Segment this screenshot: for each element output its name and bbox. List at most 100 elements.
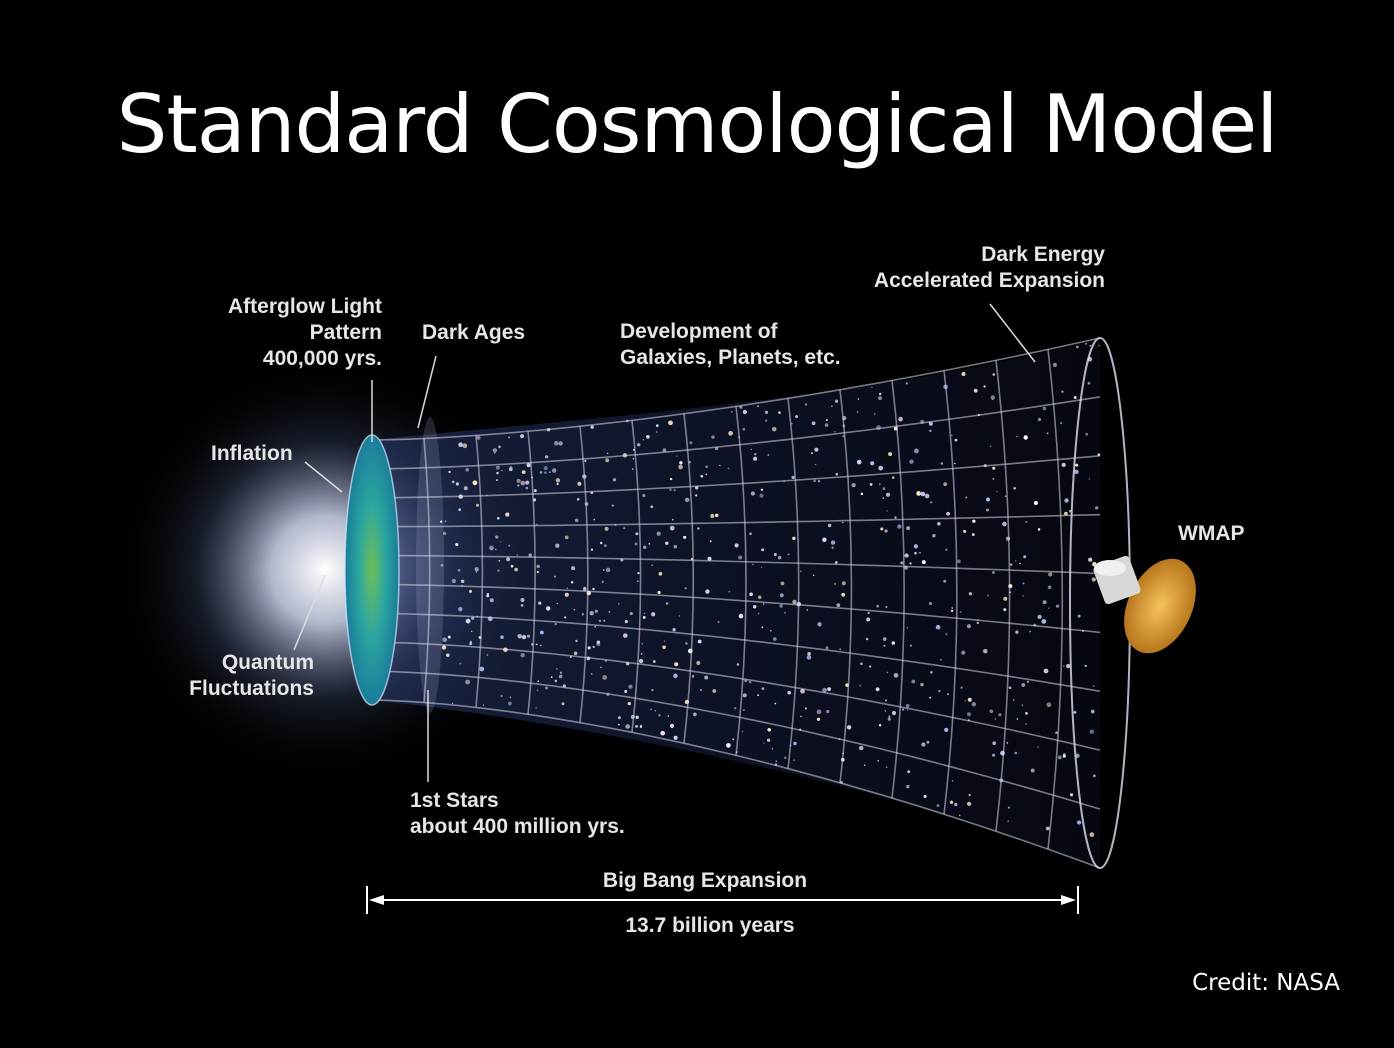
- star: [693, 712, 697, 717]
- star: [882, 637, 887, 641]
- star: [930, 671, 933, 674]
- afterglow-label: Afterglow Light Pattern 400,000 yrs.: [180, 294, 382, 372]
- star: [1025, 723, 1027, 726]
- star: [957, 559, 961, 564]
- star: [726, 743, 731, 748]
- star: [1073, 711, 1077, 714]
- star: [558, 674, 563, 679]
- star: [521, 470, 526, 474]
- star: [660, 730, 666, 736]
- star: [662, 448, 667, 452]
- star: [1033, 500, 1038, 506]
- star: [754, 452, 757, 456]
- star: [651, 689, 654, 692]
- star: [761, 548, 765, 552]
- star: [476, 503, 479, 507]
- star: [489, 598, 494, 603]
- star: [983, 648, 988, 654]
- star: [780, 581, 785, 586]
- grid-line: [371, 612, 1101, 693]
- star: [554, 679, 558, 683]
- star: [765, 419, 768, 422]
- star: [634, 542, 638, 546]
- star: [705, 473, 708, 476]
- star: [961, 650, 966, 655]
- star: [707, 556, 712, 561]
- star: [1063, 665, 1065, 667]
- star: [816, 709, 822, 715]
- star: [792, 536, 796, 541]
- star: [486, 654, 489, 656]
- star: [757, 405, 760, 408]
- star: [869, 483, 873, 486]
- star: [787, 690, 791, 695]
- star: [763, 742, 765, 744]
- star: [662, 645, 666, 650]
- star: [742, 427, 746, 431]
- star: [669, 488, 672, 491]
- grid-ring: [527, 431, 536, 715]
- star: [822, 537, 827, 543]
- star: [886, 671, 889, 674]
- star: [860, 492, 864, 496]
- star: [882, 487, 886, 491]
- star: [533, 489, 537, 493]
- star: [778, 411, 781, 414]
- star: [673, 735, 678, 740]
- star: [946, 511, 950, 516]
- star: [753, 456, 758, 461]
- star: [1019, 562, 1021, 565]
- star: [711, 435, 715, 439]
- star: [918, 551, 921, 554]
- star: [835, 472, 839, 476]
- star: [943, 482, 948, 487]
- star: [836, 603, 841, 607]
- first-stars-line-2: about 400 million yrs.: [410, 815, 625, 838]
- star: [712, 689, 717, 693]
- star: [928, 601, 933, 606]
- star: [971, 702, 977, 707]
- star: [1013, 487, 1016, 490]
- star: [451, 702, 454, 705]
- grid-line: [371, 337, 1101, 441]
- star: [514, 567, 518, 572]
- star: [772, 427, 777, 432]
- star: [627, 701, 631, 706]
- star: [983, 385, 986, 388]
- star: [489, 545, 494, 551]
- star: [584, 459, 587, 463]
- star: [525, 486, 529, 490]
- star: [440, 520, 443, 523]
- star: [657, 590, 661, 595]
- star: [596, 641, 601, 647]
- star: [1022, 595, 1024, 597]
- image-credit: Credit: NASA: [1192, 970, 1340, 996]
- star: [641, 642, 644, 645]
- star: [906, 784, 910, 789]
- star: [1098, 345, 1100, 347]
- star: [731, 411, 733, 413]
- star: [824, 423, 829, 427]
- star: [1030, 768, 1035, 773]
- star: [500, 541, 502, 543]
- star: [459, 662, 462, 665]
- star: [940, 462, 944, 465]
- star: [795, 415, 799, 419]
- star: [697, 639, 702, 644]
- star: [885, 766, 888, 769]
- star: [814, 447, 819, 452]
- star: [887, 717, 891, 721]
- star: [465, 679, 470, 685]
- star: [561, 702, 565, 706]
- star: [510, 564, 514, 568]
- star: [573, 651, 578, 656]
- star: [665, 541, 669, 545]
- star: [472, 480, 478, 486]
- star: [857, 398, 860, 400]
- wmap-label: WMAP: [1178, 522, 1245, 545]
- star: [1026, 680, 1030, 684]
- star: [651, 564, 653, 566]
- star: [496, 471, 499, 475]
- timeline-arrow: [366, 886, 1079, 914]
- star: [945, 548, 948, 551]
